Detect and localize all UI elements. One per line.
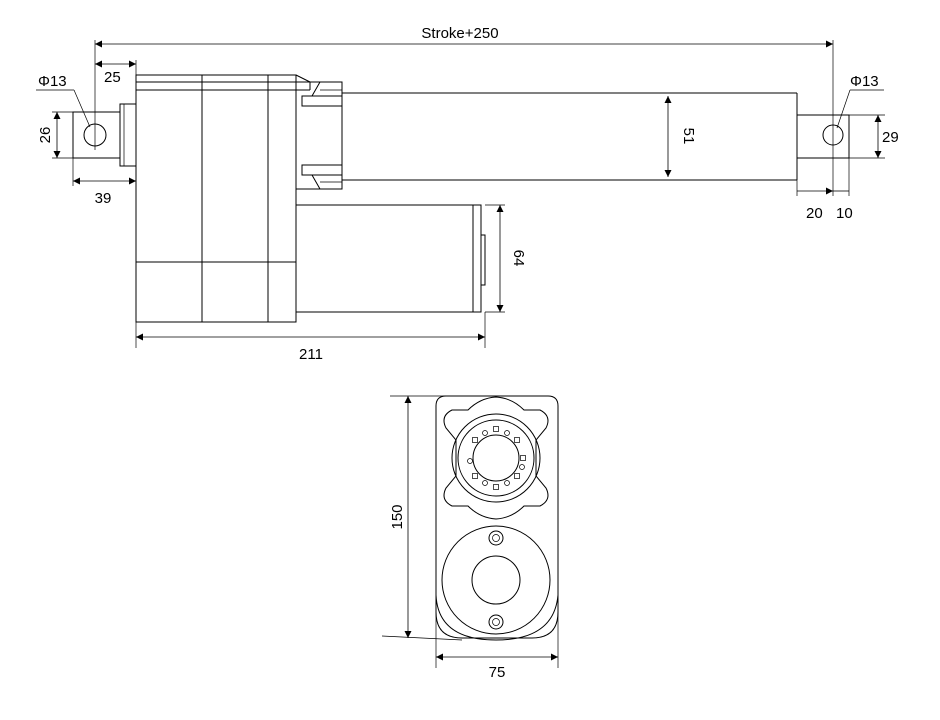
- front-hole-dim: Φ13: [836, 73, 884, 129]
- end-width-dim: 75: [435, 612, 559, 681]
- rear-offset-dim: 25: [95, 60, 137, 86]
- front-hole-offset-label: 10: [836, 205, 853, 222]
- tube-diameter-label: 51: [680, 128, 697, 145]
- end-mount-ring-outer: [451, 413, 541, 503]
- end-motor-cap: [441, 525, 551, 635]
- end-width-label: 75: [489, 664, 506, 681]
- end-screw-bottom-inner: [492, 618, 500, 626]
- front-rod-dims: 20 10: [796, 180, 853, 222]
- motor-diameter-label: 64: [510, 250, 527, 267]
- end-mount-bore: [472, 434, 520, 482]
- end-mount-ring-mid: [457, 419, 535, 497]
- stroke-dimension: Stroke+250: [95, 25, 833, 48]
- motor-diameter-dim: 64: [485, 204, 527, 313]
- rear-clevis-height-dim: 26: [37, 111, 73, 159]
- tube-diameter-dim: 51: [664, 96, 697, 177]
- rear-clevis-height-label: 26: [37, 127, 54, 144]
- end-screw-top-inner: [492, 534, 500, 542]
- rear-hole-dim: Φ13: [36, 73, 91, 128]
- outer-tube: [342, 92, 798, 181]
- gearbox-housing: [135, 74, 311, 323]
- end-housing-outline: [435, 395, 559, 639]
- rear-offset-label: 25: [104, 69, 121, 86]
- front-hole-dia-label: Φ13: [850, 73, 879, 90]
- rear-hole-dia-label: Φ13: [38, 73, 67, 90]
- stroke-label: Stroke+250: [421, 25, 498, 42]
- end-view: 150 75: [381, 395, 559, 681]
- front-clevis-height-label: 29: [882, 129, 899, 146]
- end-motor-base: [435, 594, 559, 641]
- end-screw-top: [488, 530, 504, 546]
- front-clevis: [796, 40, 850, 196]
- end-height-label: 150: [389, 504, 406, 529]
- rear-clevis: [72, 40, 137, 167]
- end-mount-bolt-holes: [467, 426, 526, 490]
- rear-clevis-length-dim: 39: [72, 158, 137, 207]
- front-rod-length-label: 20: [806, 205, 823, 222]
- tube-collar: [295, 81, 343, 190]
- body-length-dim: 211: [135, 312, 486, 363]
- end-mount-flange: [443, 396, 549, 520]
- side-view: Stroke+250 Φ13 25 26 39: [36, 25, 899, 363]
- end-height-dim: 150: [381, 395, 496, 641]
- body-length-label: 211: [299, 346, 323, 363]
- rear-clevis-length-label: 39: [95, 190, 112, 207]
- motor: [296, 204, 486, 313]
- front-clevis-height-dim: 29: [849, 114, 899, 159]
- end-screw-bottom: [488, 614, 504, 630]
- end-motor-shaft: [471, 555, 521, 605]
